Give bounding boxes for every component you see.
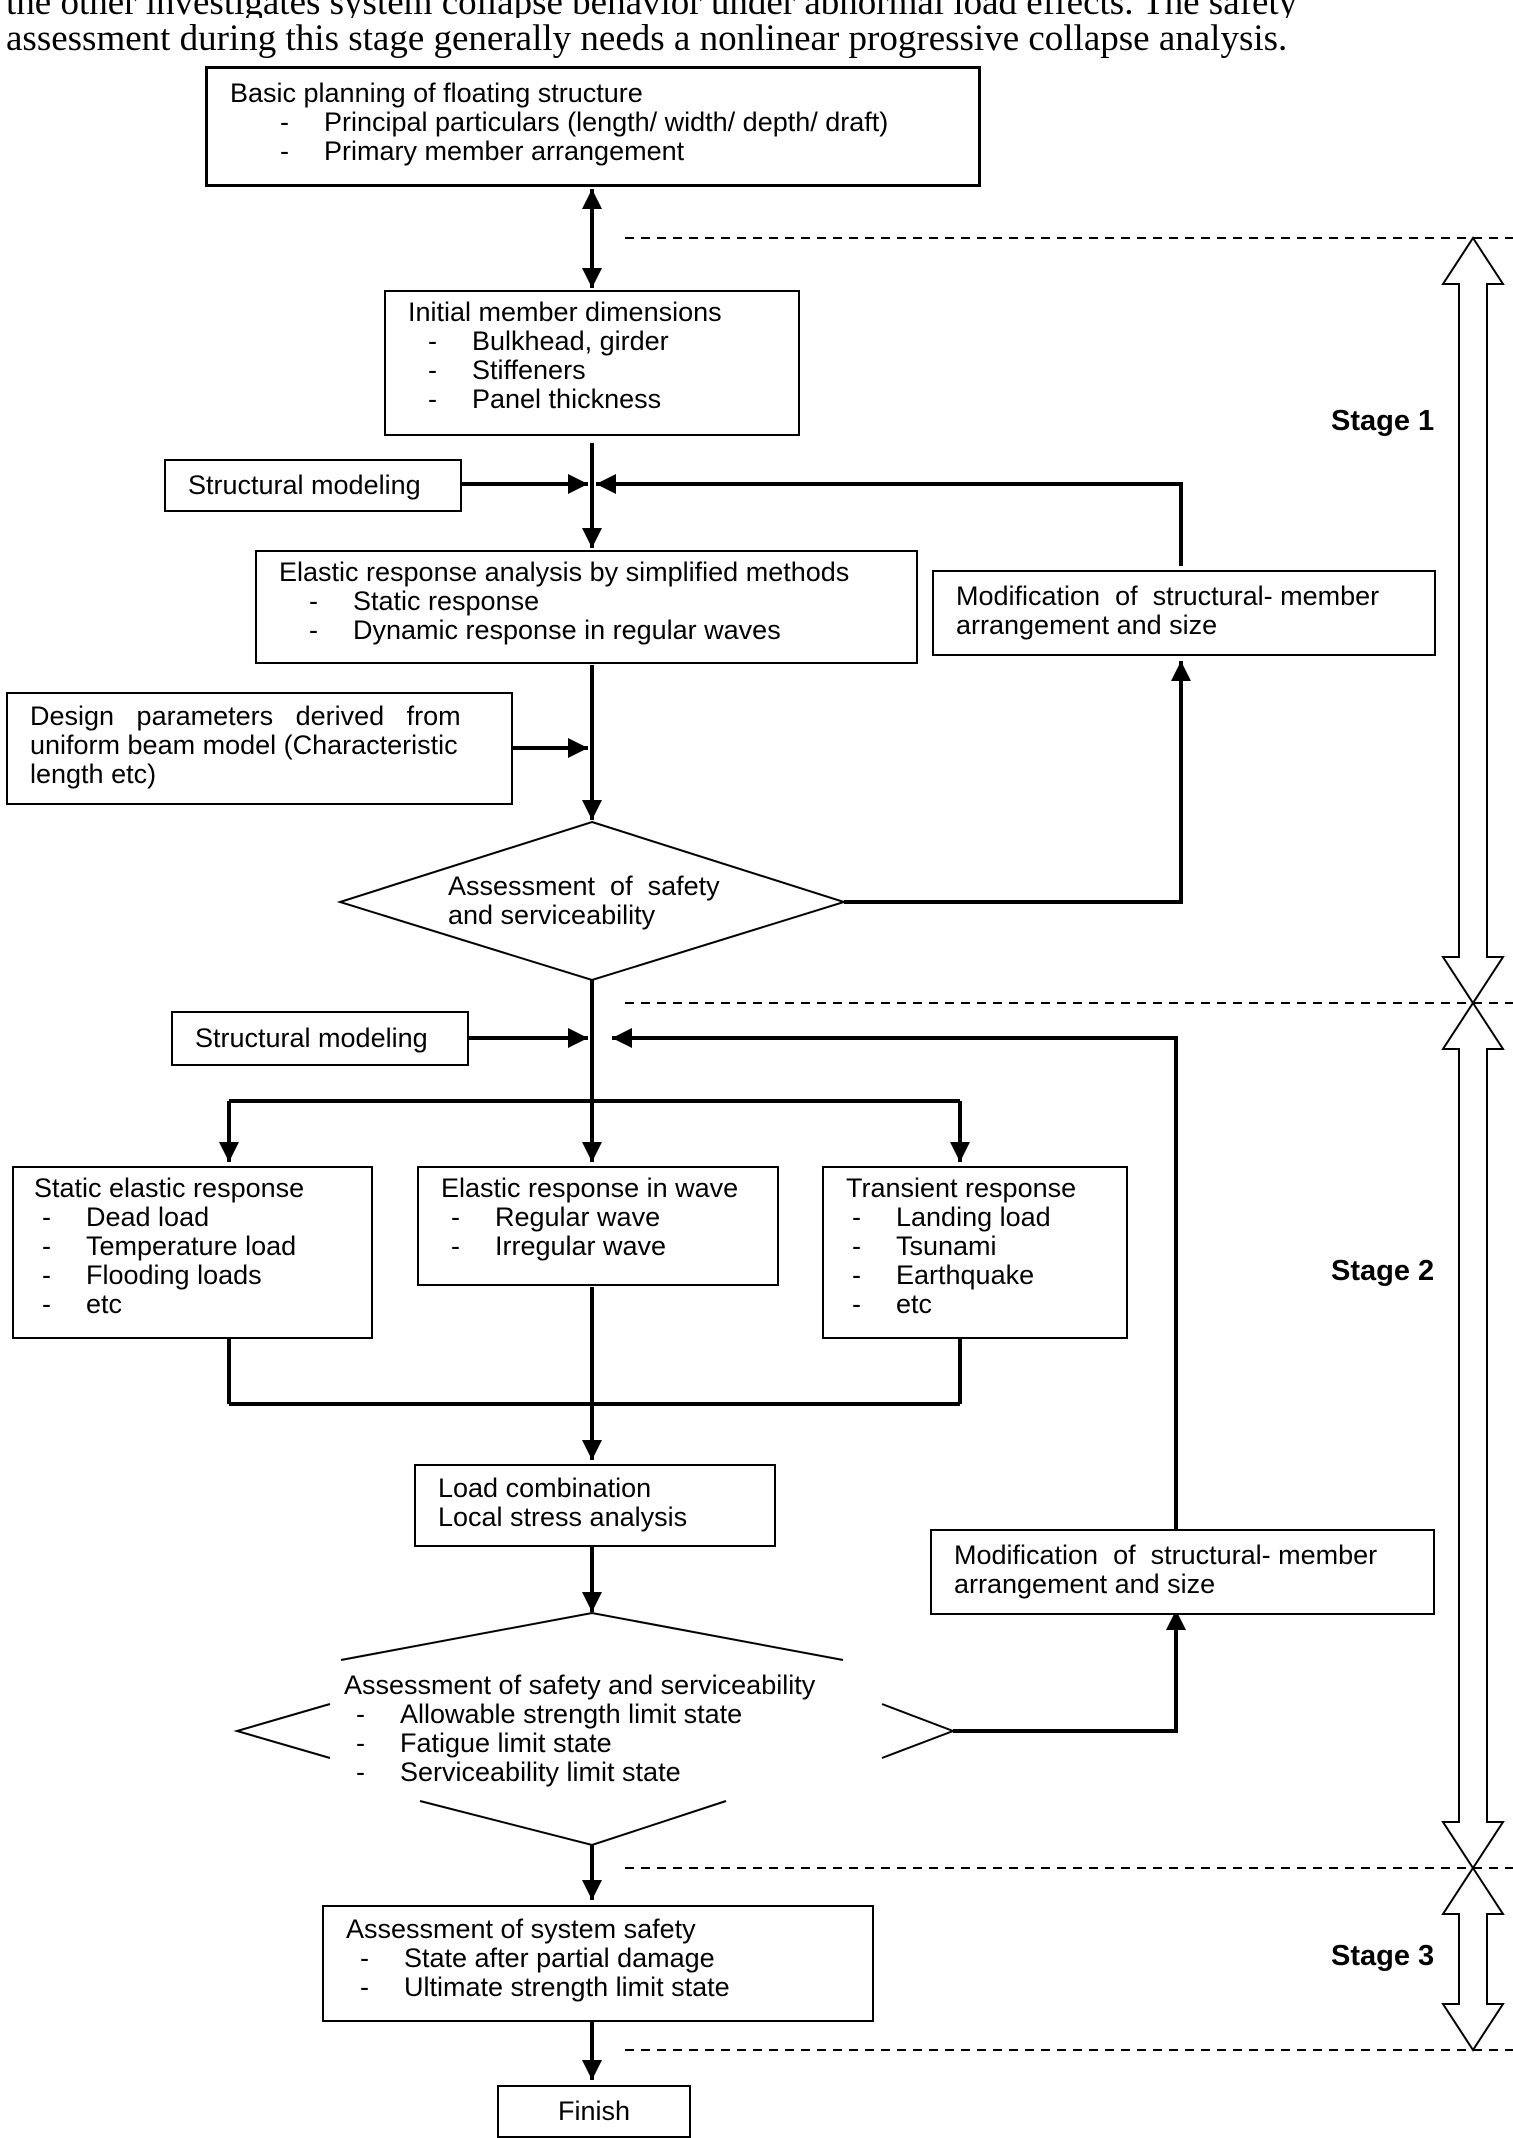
initial-member-title: Initial member dimensions: [408, 297, 722, 327]
design-parameters-line-1: Design parameters derived from: [30, 701, 461, 731]
stage-3-extent-arrow: [1441, 1866, 1505, 2052]
basic-planning-box: Basic planning of floating structure -Pr…: [205, 66, 981, 187]
load-combination-line-2: Local stress analysis: [438, 1502, 688, 1532]
static-elastic-item: etc: [86, 1289, 123, 1319]
transient-item: Tsunami: [896, 1231, 997, 1261]
intro-text-line-1: the other investigates system collapse b…: [6, 0, 1513, 18]
elastic-wave-title: Elastic response in wave: [441, 1173, 739, 1203]
design-parameters-box: Design parameters derived from uniform b…: [6, 692, 513, 805]
structural-modeling-1-label: Structural modeling: [188, 470, 421, 500]
modification-1-line-1: Modification of structural- member: [956, 581, 1380, 611]
transient-item: Landing load: [896, 1202, 1051, 1232]
design-parameters-line-2: uniform beam model (Characteristic: [30, 730, 458, 760]
structural-modeling-1-box: Structural modeling: [164, 459, 462, 512]
assessment-2-diamond-top: [340, 1611, 844, 1661]
modification-1-box: Modification of structural- member arran…: [932, 570, 1436, 656]
stage-1-label: Stage 1: [1331, 405, 1435, 437]
static-elastic-item: Temperature load: [86, 1231, 297, 1261]
assessment-2-text: Assessment of safety and serviceability …: [344, 1670, 816, 1787]
assessment-2-diamond-right: [881, 1703, 956, 1759]
assessment-1-line-1: Assessment of safety: [448, 871, 720, 901]
structural-modeling-2-box: Structural modeling: [171, 1011, 469, 1066]
initial-member-item: Panel thickness: [472, 384, 662, 414]
assessment-1-text: Assessment of safety and serviceability: [448, 872, 720, 930]
static-elastic-item: Flooding loads: [86, 1260, 262, 1290]
basic-planning-item: Primary member arrangement: [324, 136, 685, 166]
transient-item: Earthquake: [896, 1260, 1035, 1290]
system-safety-item: State after partial damage: [404, 1943, 715, 1973]
assessment-2-diamond-bottom: [419, 1800, 727, 1847]
system-safety-box: Assessment of system safety -State after…: [322, 1905, 874, 2022]
elastic-wave-item: Regular wave: [495, 1202, 661, 1232]
structural-modeling-2-label: Structural modeling: [195, 1023, 428, 1053]
elastic-simplified-box: Elastic response analysis by simplified …: [255, 550, 918, 664]
transient-item: etc: [896, 1289, 933, 1319]
basic-planning-item: Principal particulars (length/ width/ de…: [324, 107, 889, 137]
system-safety-item: Ultimate strength limit state: [404, 1972, 730, 2002]
arrow-mod1-feedback: [596, 474, 1183, 566]
initial-member-box: Initial member dimensions -Bulkhead, gir…: [384, 290, 800, 436]
initial-member-item: Stiffeners: [472, 355, 586, 385]
static-elastic-title: Static elastic response: [34, 1173, 305, 1203]
stage-2-extent-arrow: [1441, 1001, 1505, 1870]
static-elastic-box: Static elastic response -Dead load -Temp…: [12, 1166, 373, 1339]
assessment-2-diamond-left: [233, 1703, 331, 1759]
assessment-1-diamond: [336, 820, 848, 982]
static-elastic-item: Dead load: [86, 1202, 210, 1232]
elastic-simplified-title: Elastic response analysis by simplified …: [279, 557, 850, 587]
assessment-1-line-2: and serviceability: [448, 900, 656, 930]
arrow-assess2-mod2: [953, 1610, 1186, 1733]
elastic-simplified-item: Static response: [353, 586, 540, 616]
modification-1-line-2: arrangement and size: [956, 610, 1218, 640]
basic-planning-title: Basic planning of floating structure: [230, 78, 643, 108]
stage-1-extent-arrow: [1441, 236, 1505, 1005]
arrow-mod2-feedback: [612, 1028, 1178, 1529]
initial-member-item: Bulkhead, girder: [472, 326, 669, 356]
assessment-2-title: Assessment of safety and serviceability: [344, 1670, 816, 1700]
load-combination-box: Load combination Local stress analysis: [414, 1464, 776, 1547]
transient-box: Transient response -Landing load -Tsunam…: [822, 1166, 1128, 1339]
elastic-simplified-item: Dynamic response in regular waves: [353, 615, 781, 645]
assessment-2-item: Fatigue limit state: [400, 1728, 612, 1758]
elastic-wave-item: Irregular wave: [495, 1231, 667, 1261]
stage-2-label: Stage 2: [1331, 1255, 1435, 1287]
modification-2-line-2: arrangement and size: [954, 1569, 1216, 1599]
elastic-wave-box: Elastic response in wave -Regular wave -…: [417, 1166, 779, 1286]
assessment-2-item: Serviceability limit state: [400, 1757, 681, 1787]
transient-title: Transient response: [846, 1173, 1077, 1203]
finish-label: Finish: [557, 2096, 631, 2126]
modification-2-line-1: Modification of structural- member: [954, 1540, 1378, 1570]
design-parameters-line-3: length etc): [30, 759, 157, 789]
finish-box: Finish: [497, 2085, 691, 2138]
arrow-assess1-mod1: [844, 661, 1191, 904]
intro-text-line-2: assessment during this stage generally n…: [6, 18, 1288, 59]
assessment-2-item: Allowable strength limit state: [400, 1699, 743, 1729]
system-safety-title: Assessment of system safety: [346, 1914, 696, 1944]
load-combination-line-1: Load combination: [438, 1473, 652, 1503]
modification-2-box: Modification of structural- member arran…: [930, 1529, 1435, 1615]
stage-3-label: Stage 3: [1331, 1940, 1435, 1972]
